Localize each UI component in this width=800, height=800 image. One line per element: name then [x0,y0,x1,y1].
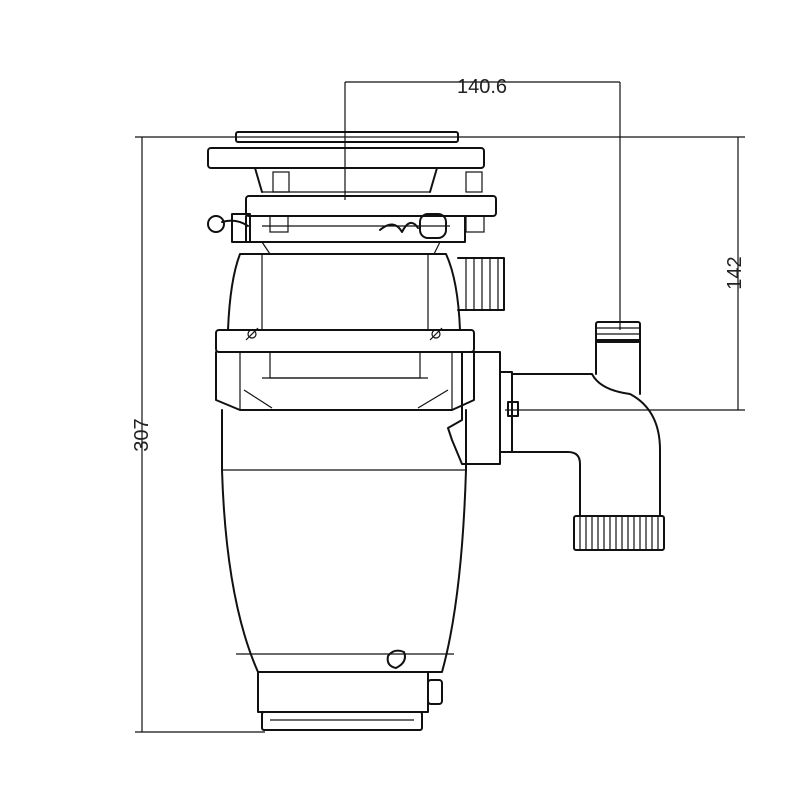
mounting-bolt-left [272,171,290,193]
sink-flange [207,131,485,193]
dimension-height-outlet: 142 [235,136,746,411]
dimension-width: 140.6 [344,76,621,330]
motor-housing [221,409,467,673]
base [257,671,443,731]
power-cord-port-icon [427,679,443,705]
dimension-height-label: 142 [724,256,746,289]
coupling-band [215,327,475,411]
band-screw-left [245,327,259,341]
dimension-total-height: 307 [131,136,265,733]
reset-button-icon [386,649,406,669]
mounting-ring [207,195,497,255]
band-screw-right [429,327,443,341]
ring-spring-icon [379,221,419,233]
threaded-outlet [573,515,665,551]
upper-chamber [227,253,461,331]
mount-lug-icon [207,215,225,233]
outlet-screw-icon [507,401,519,417]
discharge-elbow [447,321,665,551]
mounting-bolt-right [465,171,483,193]
dimension-total-height-label: 307 [131,418,153,451]
dimension-width-label: 140.6 [457,76,507,98]
dishwasher-inlet [457,257,505,311]
